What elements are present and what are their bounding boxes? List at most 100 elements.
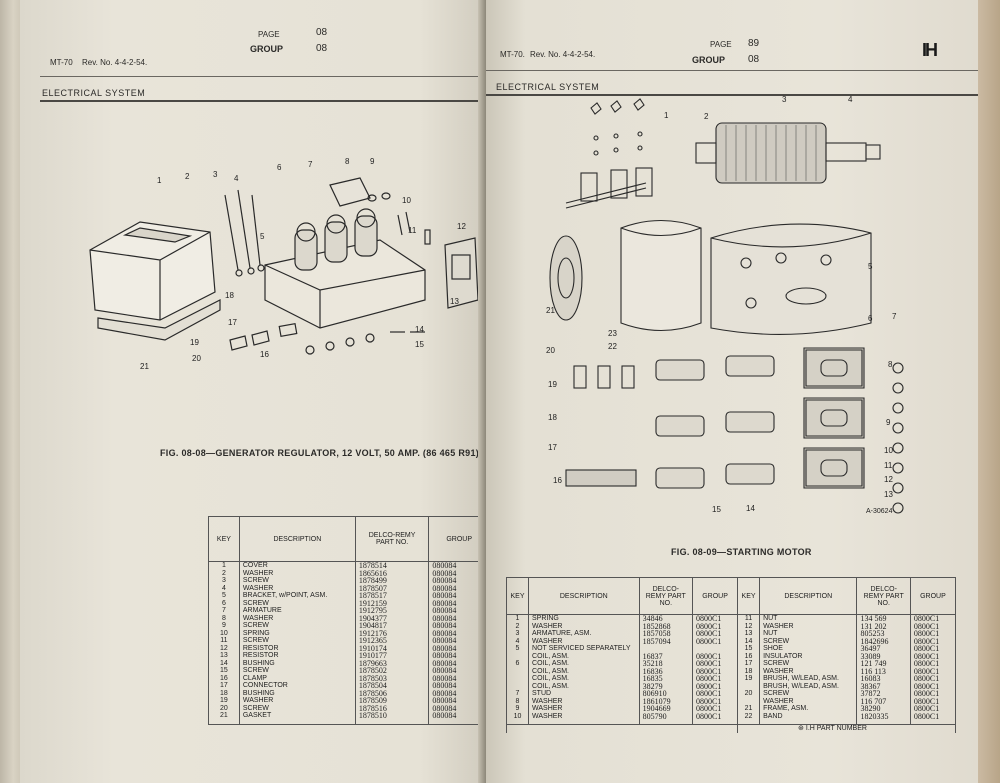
left-cell-description: BUSHING [238, 689, 356, 697]
right-cell-part-no: 805790 [638, 712, 694, 720]
right-cell-key: 2 [505, 622, 530, 630]
left-callout-6: 6 [277, 163, 282, 172]
left-cell-description: SCREW [238, 577, 356, 585]
left-callout-1: 1 [157, 176, 162, 185]
left-cell-description: RESISTOR [238, 644, 356, 652]
right-th-group-b: GROUP [909, 577, 957, 615]
right-group-label: GROUP [692, 55, 726, 65]
left-cell-part-no: 1910177 [354, 652, 430, 660]
right-cell-group: 0800C1 [909, 712, 957, 720]
right-cell-key: 13 [737, 630, 761, 638]
left-cell-key: 17 [208, 682, 240, 690]
left-cell-description: WASHER [238, 697, 356, 705]
right-cell-part-no: 1861079 [638, 697, 694, 705]
right-callout-7: 7 [892, 312, 897, 321]
left-th-part-no: DELCO-REMY PART NO. [354, 516, 430, 562]
left-cell-part-no: 1878514 [354, 561, 430, 570]
left-cell-key: 4 [208, 584, 240, 592]
right-cell-key: 12 [737, 622, 761, 630]
right-callout-1: 1 [664, 111, 669, 120]
ih-part-footnote-icon: ⊛ [798, 725, 804, 732]
left-cell-key: 7 [208, 607, 240, 615]
right-cell-part-no: 34846 [638, 614, 694, 623]
right-parts-table: KEY DESCRIPTION DELCO-REMY PART NO. GROU… [505, 577, 957, 733]
right-callout-13: 13 [884, 490, 893, 499]
left-callout-18: 18 [225, 291, 234, 300]
left-group-label: GROUP [250, 44, 284, 54]
right-callout-12: 12 [884, 475, 893, 484]
left-parts-table: KEY DESCRIPTION DELCO-REMY PART NO. GROU… [208, 516, 490, 725]
right-cell-description: COIL, ASM. [528, 660, 640, 668]
left-callout-16: 16 [260, 350, 269, 359]
right-cell-group: 0800C1 [691, 652, 739, 660]
right-cell-group: 0800C1 [909, 660, 957, 668]
left-callout-4: 4 [234, 174, 239, 183]
left-cell-description: SCREW [238, 599, 356, 607]
left-callout-17: 17 [228, 318, 237, 327]
left-callout-19: 19 [190, 338, 199, 347]
left-cell-part-no: 1878509 [354, 697, 430, 705]
left-cell-part-no: 1912159 [354, 599, 430, 607]
left-callout-8: 8 [345, 157, 350, 166]
right-cell-description: BAND [759, 712, 858, 720]
right-cell-description: COIL, ASM. [528, 675, 640, 683]
right-cell-part-no: 16837 [638, 652, 694, 660]
left-cell-part-no: 1879663 [354, 659, 430, 667]
right-doc-code: MT-70. [500, 50, 525, 59]
left-cell-description: SCREW [238, 704, 356, 712]
left-cell-part-no: 1912795 [354, 607, 430, 615]
right-cell-key: 3 [505, 630, 530, 638]
right-cell-key: 19 [737, 675, 761, 683]
right-callout-10: 10 [884, 446, 893, 455]
left-cell-description: WASHER [238, 584, 356, 592]
right-cell-part-no: 16835 [638, 675, 694, 683]
right-cell-part-no: 38279 [638, 682, 694, 690]
left-callout-12: 12 [457, 222, 466, 231]
left-cell-part-no: 1878506 [354, 689, 430, 697]
right-cell-group: 0800C1 [691, 614, 739, 623]
right-cell-part-no: 1857058 [638, 630, 694, 638]
left-cell-part-no: 1912365 [354, 637, 430, 645]
right-cell-group: 0800C1 [909, 705, 957, 713]
left-cell-key: 11 [208, 637, 240, 645]
right-th-key-b: KEY [737, 577, 761, 615]
left-figure-caption: FIG. 08-08—GENERATOR REGULATOR, 12 VOLT,… [160, 448, 480, 458]
right-cell-description: STUD [528, 690, 640, 698]
right-cell-description: ARMATURE, ASM. [528, 630, 640, 638]
right-cell-description: NUT [759, 630, 858, 638]
right-cell-group: 0800C1 [691, 622, 739, 630]
right-callout-21: 21 [546, 306, 555, 315]
right-cell-description: WASHER [759, 622, 858, 630]
right-cell-description: BRUSH, W/LEAD, ASM. [759, 682, 858, 690]
left-cell-part-no: 1878517 [354, 592, 430, 600]
left-callout-9: 9 [370, 157, 375, 166]
left-cell-part-no: 1904377 [354, 614, 430, 622]
right-callout-2: 2 [704, 112, 709, 121]
left-callout-2: 2 [185, 172, 190, 181]
right-cell-description: SCREW [759, 690, 858, 698]
left-cell-key: 2 [208, 569, 240, 577]
left-cell-part-no: 1878503 [354, 674, 430, 682]
right-cell-key [737, 697, 761, 705]
right-cell-description: COIL, ASM. [528, 667, 640, 675]
left-doc-code: MT-70 [50, 58, 73, 67]
right-cell-description: BRUSH, W/LEAD, ASM. [759, 675, 858, 683]
right-cell-description: WASHER [528, 712, 640, 720]
right-cell-part-no: 33089 [856, 652, 911, 660]
right-cell-group: 0800C1 [691, 660, 739, 668]
right-callout-11: 11 [884, 461, 893, 470]
